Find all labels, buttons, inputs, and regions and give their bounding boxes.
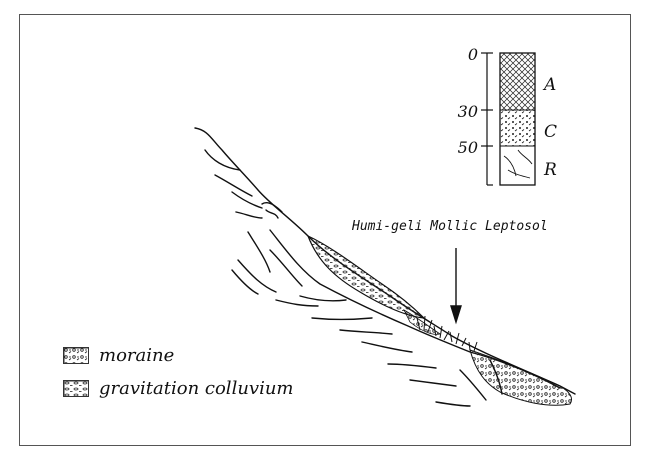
- moraine-pattern-swatch: [63, 347, 89, 364]
- legend-label-colluvium: gravitation colluvium: [99, 380, 294, 398]
- colluvium-pattern-swatch: [63, 380, 89, 397]
- legend-label-moraine: moraine: [99, 347, 174, 365]
- depth-label-30: 30: [438, 104, 478, 120]
- depth-label-0: 0: [438, 47, 478, 63]
- horizon-label-C: C: [544, 124, 557, 141]
- depth-label-50: 50: [438, 140, 478, 156]
- soil-location-arrow: [451, 248, 461, 322]
- depth-scale: [481, 53, 493, 185]
- soil-profile-column: [500, 53, 535, 185]
- horizon-label-A: A: [544, 77, 556, 94]
- horizon-label-R: R: [544, 162, 557, 179]
- soil-name-label: Humi-geli Mollic Leptosol: [352, 220, 548, 233]
- gravitation-colluvium-deposit: [308, 236, 424, 318]
- moraine-deposit: [470, 350, 572, 405]
